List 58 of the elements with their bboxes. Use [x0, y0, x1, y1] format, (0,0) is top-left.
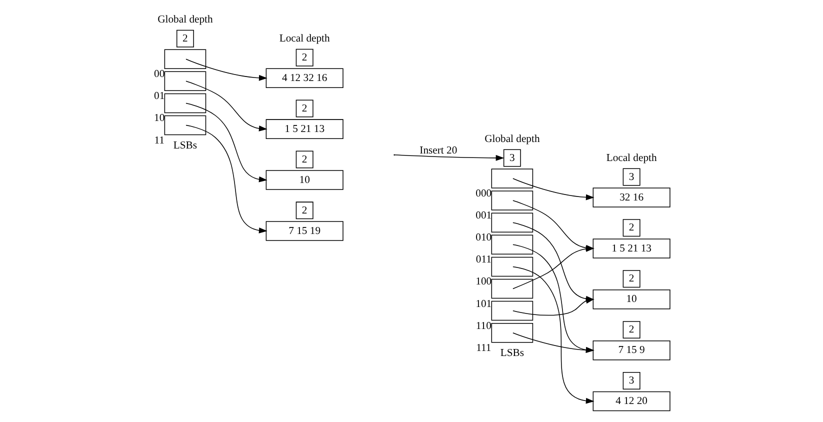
arrow	[185, 102, 267, 182]
node-box: 1 5 21 13	[265, 119, 343, 139]
node-box: 7 15 19	[265, 221, 343, 241]
label: Local depth	[606, 152, 656, 164]
node-box: 2	[176, 30, 194, 48]
arrow	[185, 80, 267, 132]
node-box: 3	[502, 149, 520, 167]
node-box: 10	[592, 290, 670, 310]
node-label: 00	[154, 69, 164, 80]
label: Global depth	[484, 134, 540, 145]
node-label: 10	[154, 113, 164, 124]
node-label: 101	[475, 298, 492, 310]
node-box	[490, 300, 533, 321]
node-box	[490, 212, 533, 232]
arrow	[185, 58, 267, 81]
node-label: 11	[154, 135, 164, 146]
node-box	[490, 234, 533, 255]
label: Local depth	[278, 33, 330, 44]
node-box	[490, 256, 533, 277]
arrow	[512, 298, 594, 316]
arrow	[394, 154, 504, 161]
node-box: 2	[295, 48, 313, 66]
node-label: 011	[475, 254, 491, 266]
node-label: 100	[475, 276, 492, 288]
label: Global depth	[157, 14, 212, 26]
node-label: 001	[475, 210, 492, 222]
node-box: 2	[622, 270, 640, 288]
node-label: 010	[475, 232, 492, 244]
node-label: 110	[475, 320, 491, 332]
arrow	[185, 124, 267, 234]
node-label: 01	[154, 91, 164, 102]
node-label: 000	[475, 188, 492, 200]
node-box: 7 15 9	[592, 340, 670, 360]
node-box	[164, 49, 206, 69]
label: LSBs	[500, 348, 524, 360]
node-box: 2	[622, 219, 640, 237]
node-box	[164, 71, 206, 92]
node-box	[490, 168, 533, 188]
node-box: 4 12 32 16	[265, 68, 343, 88]
node-box: 2	[295, 202, 313, 220]
node-box	[164, 93, 206, 114]
node-box	[490, 190, 533, 210]
node-box	[490, 278, 533, 299]
node-box: 10	[265, 170, 343, 190]
arrow	[512, 178, 594, 200]
node-box: 3	[622, 168, 640, 186]
node-box	[164, 115, 206, 136]
node-box: 2	[295, 150, 313, 168]
node-box: 2	[295, 100, 313, 118]
node-box: 2	[622, 321, 640, 339]
label: LSBs	[172, 140, 197, 152]
node-box	[490, 322, 533, 343]
node-box: 3	[622, 372, 640, 390]
node-box: 4 12 20	[592, 391, 670, 412]
node-label: 111	[476, 342, 491, 354]
node-box: 32 16	[592, 188, 670, 208]
edge-label: Insert 20	[419, 146, 457, 157]
node-box: 1 5 21 13	[592, 238, 670, 258]
